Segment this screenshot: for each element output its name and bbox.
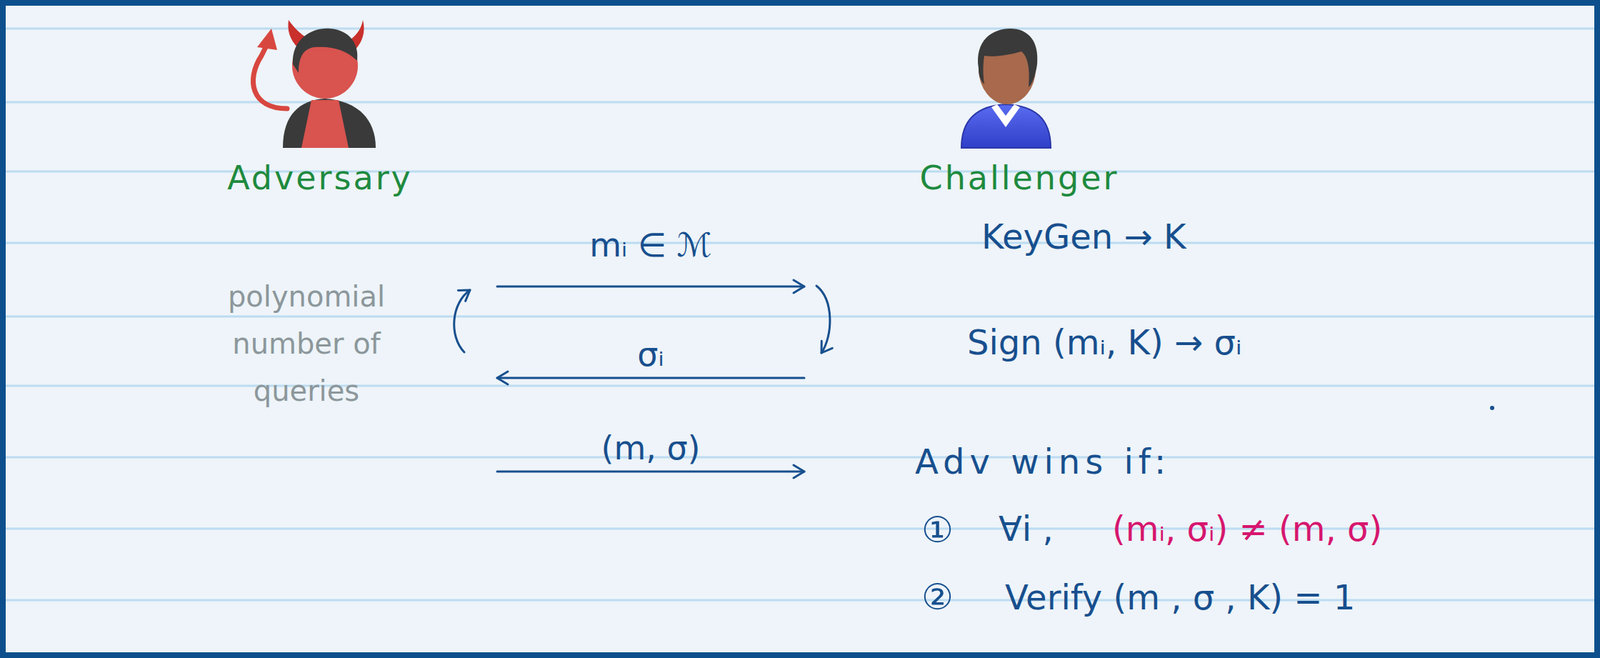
message-arrow (497, 470, 805, 473)
person-icon (961, 28, 1051, 148)
person-hair (977, 28, 1038, 88)
devil-hair (292, 28, 358, 73)
ruled-line (0, 385, 1600, 388)
actor-name: Adversary (142, 158, 498, 198)
message-label: σᵢ (637, 337, 664, 371)
devil-tail (252, 45, 288, 109)
ruled-line (0, 315, 1600, 318)
loop-arrow (454, 290, 470, 353)
devil-tail-tip (257, 28, 278, 50)
protocol-text: KeyGen → K (981, 219, 1186, 254)
ruled-line (0, 456, 1600, 459)
protocol-text: Verify (m , σ , K) = 1 (1005, 580, 1355, 615)
annotation-note: polynomial number of queries (199, 272, 414, 415)
message-arrow (497, 285, 805, 288)
actor-column: Adversary (142, 21, 498, 493)
protocol-text: Sign (mᵢ, K) → σᵢ (967, 325, 1242, 360)
actor-column: Challenger (804, 21, 1235, 493)
ink-dot (1490, 405, 1495, 410)
message-label: (m, σ) (600, 431, 700, 465)
devil-icon (252, 20, 376, 148)
message-arrow (497, 377, 805, 380)
ruled-line (0, 599, 1600, 602)
ruled-line (0, 27, 1600, 30)
devil-body (282, 98, 376, 148)
protocol-text: ② (921, 579, 954, 615)
protocol-text: (mᵢ, σᵢ) ≠ (m, σ) (1112, 511, 1383, 546)
actor-name: Challenger (804, 158, 1235, 198)
person-collar (991, 104, 1020, 128)
protocol-text: ∀i , (998, 511, 1054, 546)
devil-shirt (301, 100, 349, 148)
ruled-line (0, 242, 1600, 245)
message-label: mᵢ ∈ ℳ (589, 228, 713, 262)
person-body (961, 104, 1051, 148)
loop-arrow (816, 285, 830, 353)
ruled-line (0, 101, 1600, 104)
protocol-text: ① (921, 512, 954, 548)
protocol-text: Adv wins if: (915, 444, 1171, 479)
